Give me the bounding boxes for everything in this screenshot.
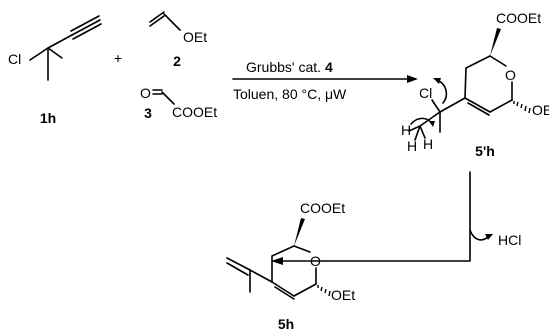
bond-vinyl-2 — [149, 15, 165, 27]
bond-cc-double-inner — [226, 262, 249, 276]
ring-bond-o-c — [293, 245, 311, 253]
conditions-catalyst: Grubbs' cat. 4 — [246, 59, 333, 75]
bond-cquat-ch3 — [419, 111, 441, 127]
atom-oet: OEt — [331, 287, 355, 303]
atom-h1: H — [401, 122, 411, 138]
bond-cl-c — [29, 47, 49, 61]
compound-number-3: 3 — [144, 105, 152, 121]
plus-sign: + — [114, 50, 122, 66]
conditions-solvent-temperature: Toluen, 80 °C, μW — [233, 86, 347, 102]
bond-c-alkyne — [47, 34, 73, 49]
ring-bond-c-c — [293, 283, 317, 297]
atom-o-ring: O — [310, 253, 321, 269]
bond-c-h2 — [414, 125, 421, 141]
hashed-bond-oet — [513, 101, 531, 114]
compound-5h: COOEt O OEt 5h — [226, 200, 355, 332]
ring-bonds-left — [464, 55, 491, 99]
compound-5ph: COOEt O OE Cl H H H — [401, 10, 549, 159]
bond-c-h1 — [408, 125, 421, 132]
elimination-arrow — [271, 171, 493, 265]
bond-ring-cquat — [439, 97, 466, 113]
compound-1h: Cl 1h — [8, 15, 102, 126]
ring-double-bond-outer — [271, 281, 295, 297]
atom-h3: H — [423, 136, 433, 152]
atom-o: O — [140, 85, 151, 101]
curved-arrow-cl — [433, 78, 448, 104]
ring-double-bond-inner — [274, 286, 295, 300]
atom-cooet: COOEt — [300, 200, 345, 216]
compound-3: O COOEt 3 — [140, 85, 217, 121]
atom-h2: H — [407, 138, 417, 154]
bond-cquat-cl — [431, 99, 441, 113]
bond-c-me1 — [47, 47, 63, 59]
atom-oet: OEt — [183, 29, 207, 45]
compound-number-2: 2 — [173, 53, 181, 69]
compound-number-5h: 5h — [278, 316, 294, 332]
bond-c-c — [161, 91, 175, 105]
compound-number-1h: 1h — [40, 110, 56, 126]
bond-c-h3 — [419, 125, 426, 139]
ring-double-bond-inner — [467, 102, 490, 116]
wedge-bond-cooet — [490, 28, 501, 56]
ring-double-bond-outer — [464, 97, 491, 113]
wedge-bond-cooet — [294, 218, 305, 246]
atom-cl: Cl — [8, 51, 21, 67]
bond-cc-double-outer — [226, 257, 251, 271]
atom-o-ring: O — [505, 67, 516, 83]
ring-bonds-left — [271, 245, 295, 283]
ring-bond-o-c — [489, 55, 507, 67]
curved-arrow-h — [410, 117, 435, 127]
atom-cooet: COOEt — [172, 104, 217, 120]
atom-cl: Cl — [419, 85, 432, 101]
compound-number-5ph: 5'h — [475, 143, 495, 159]
bond-vinyl-1 — [149, 11, 165, 23]
atom-cooet: COOEt — [496, 10, 541, 26]
hashed-bond-oet — [317, 285, 331, 297]
bond-ring-isopropenyl — [249, 269, 273, 283]
ring-bond-c-c — [489, 99, 513, 113]
reaction-arrow — [232, 75, 418, 83]
compound-2: OEt 2 — [149, 11, 207, 69]
byproduct-hcl: HCl — [498, 232, 521, 248]
atom-oet: OE — [532, 102, 549, 118]
bond-vinyl-o — [163, 13, 181, 31]
triple-bond — [70, 15, 102, 40]
